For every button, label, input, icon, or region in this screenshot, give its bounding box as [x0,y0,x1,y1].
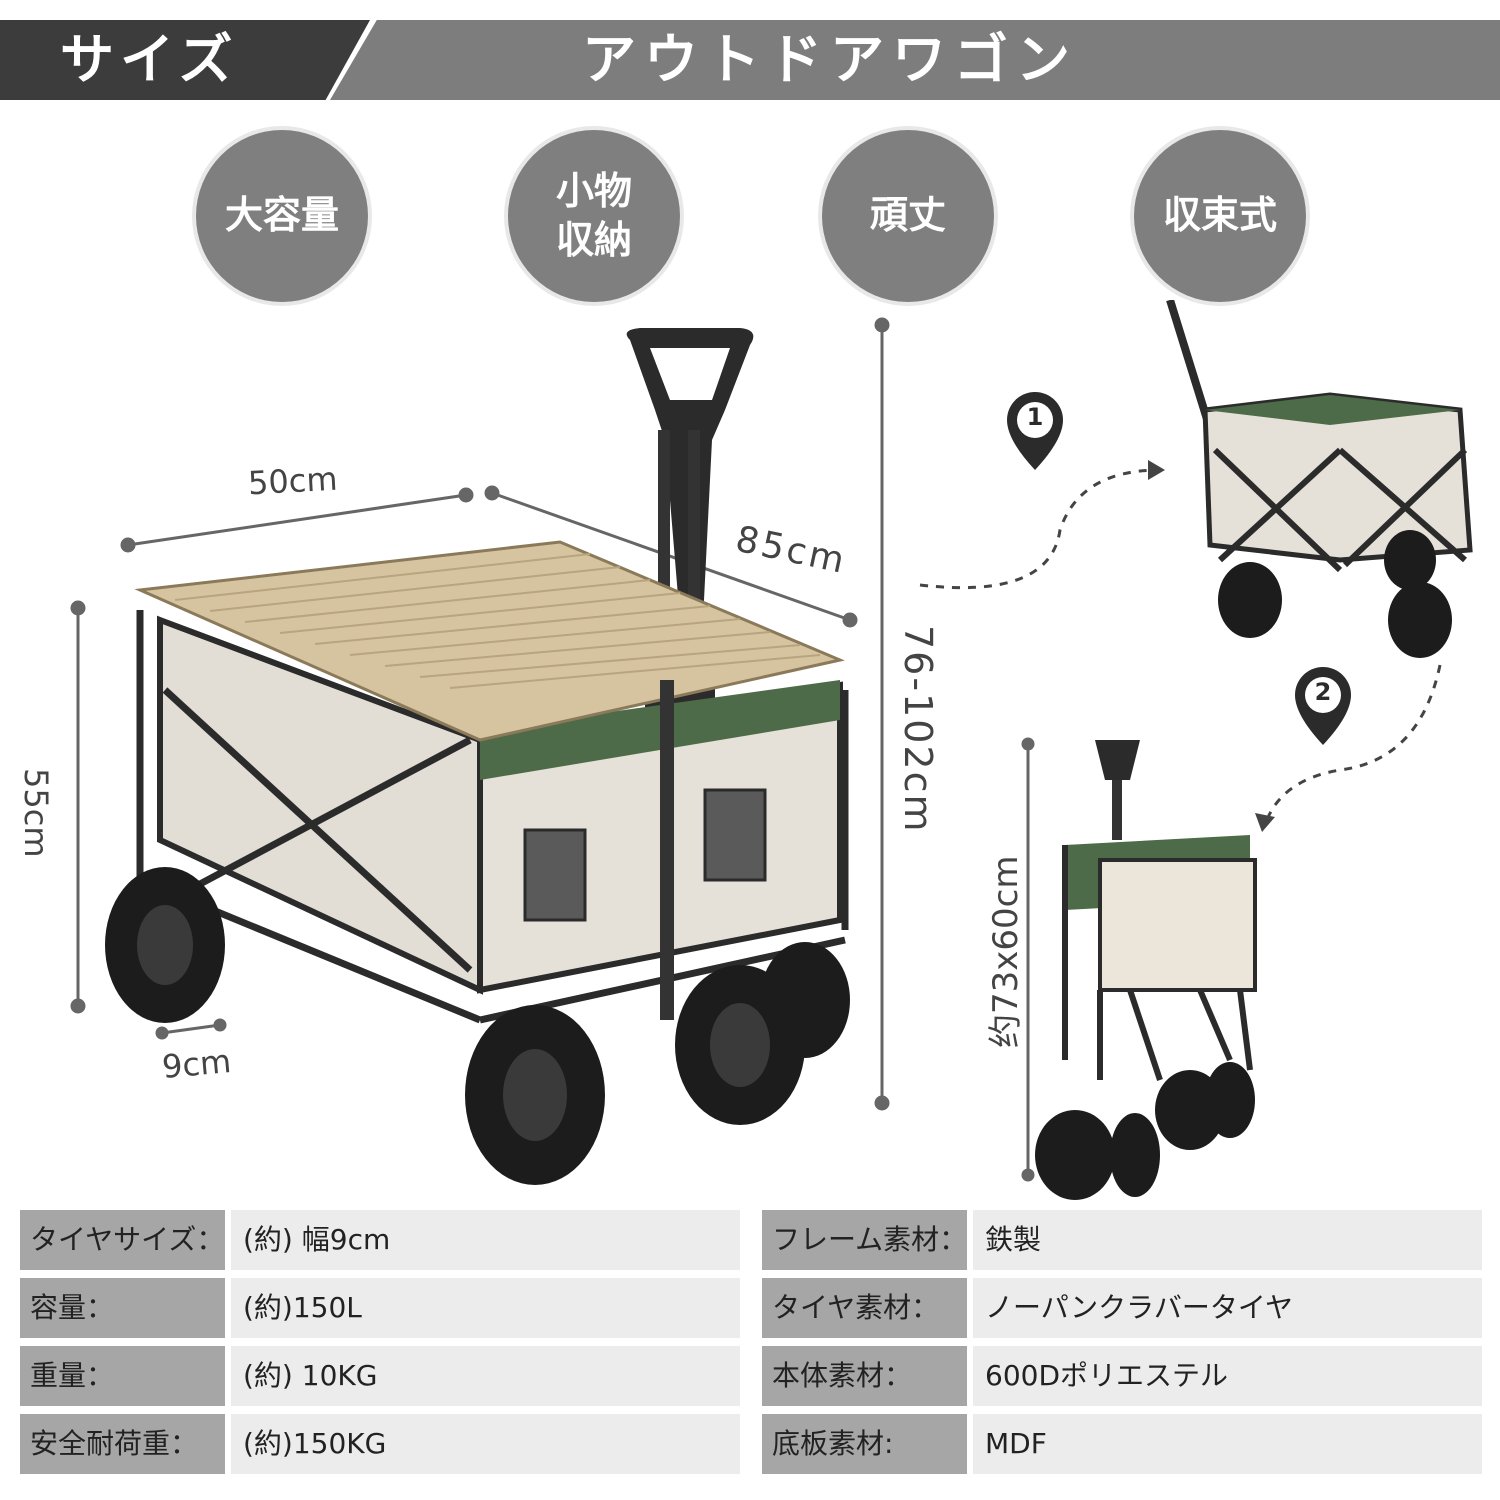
spec-value: ノーパンクラバータイヤ [973,1278,1482,1338]
table-row: タイヤサイズ： (約) 幅9cm [20,1210,740,1270]
spec-table-left: タイヤサイズ： (約) 幅9cm 容量： (約)150L 重量： (約) 10K… [20,1210,740,1482]
spec-key: 本体素材： [762,1346,967,1406]
spec-value: 鉄製 [973,1210,1482,1270]
feature-large-capacity: 大容量 [196,130,368,302]
spec-key: フレーム素材： [762,1210,967,1270]
table-row: 容量： (約)150L [20,1278,740,1338]
spec-key: タイヤサイズ： [20,1210,225,1270]
fold-arrows [919,468,1442,826]
table-row: フレーム素材： 鉄製 [762,1210,1482,1270]
wagon-step-1 [1166,300,1473,658]
step-2-number: 2 [1314,678,1332,706]
spec-key: タイヤ素材： [762,1278,967,1338]
section-label-bg [0,20,370,100]
feature-collapsible: 収束式 [1134,130,1306,302]
step-2-marker [1295,667,1351,745]
dimension-lines [70,317,1035,1182]
dimension-height: 55cm [17,768,55,858]
feature-sturdy: 頑丈 [822,130,994,302]
step-1-number: 1 [1026,403,1044,431]
wagon-illustration [70,300,1473,1200]
table-row: 本体素材： 600Dポリエステル [762,1346,1482,1406]
spec-key: 安全耐荷重： [20,1414,225,1474]
table-row: 重量： (約) 10KG [20,1346,740,1406]
spec-value: 600Dポリエステル [973,1346,1482,1406]
dimension-tire-width: 9cm [160,1042,233,1086]
spec-value: (約)150L [231,1278,740,1338]
spec-table-right: フレーム素材： 鉄製 タイヤ素材： ノーパンクラバータイヤ 本体素材： 600D… [762,1210,1482,1482]
dimension-handle-height: 76-102cm [896,625,940,834]
product-label: アウトドアワゴン [582,28,1078,91]
table-row: 安全耐荷重： (約)150KG [20,1414,740,1474]
spec-key: 底板素材: [762,1414,967,1474]
spec-value: (約)150KG [231,1414,740,1474]
step-1-marker [1007,392,1063,470]
spec-key: 容量： [20,1278,225,1338]
wagon-step-2 [1035,740,1257,1200]
spec-value: MDF [973,1414,1482,1474]
spec-value: (約) 10KG [231,1346,740,1406]
table-row: タイヤ素材： ノーパンクラバータイヤ [762,1278,1482,1338]
section-label: サイズ [60,28,239,91]
spec-key: 重量： [20,1346,225,1406]
header-banner: サイズ アウトドアワゴン [0,20,1500,100]
spec-value: (約) 幅9cm [231,1210,740,1270]
table-row: 底板素材: MDF [762,1414,1482,1474]
feature-small-storage: 小物収納 [508,130,680,302]
dimension-width: 50cm [247,459,339,503]
product-label-bg [330,20,1500,100]
dimension-folded: 约73x60cm [986,855,1026,1048]
main-wagon [105,328,850,1185]
